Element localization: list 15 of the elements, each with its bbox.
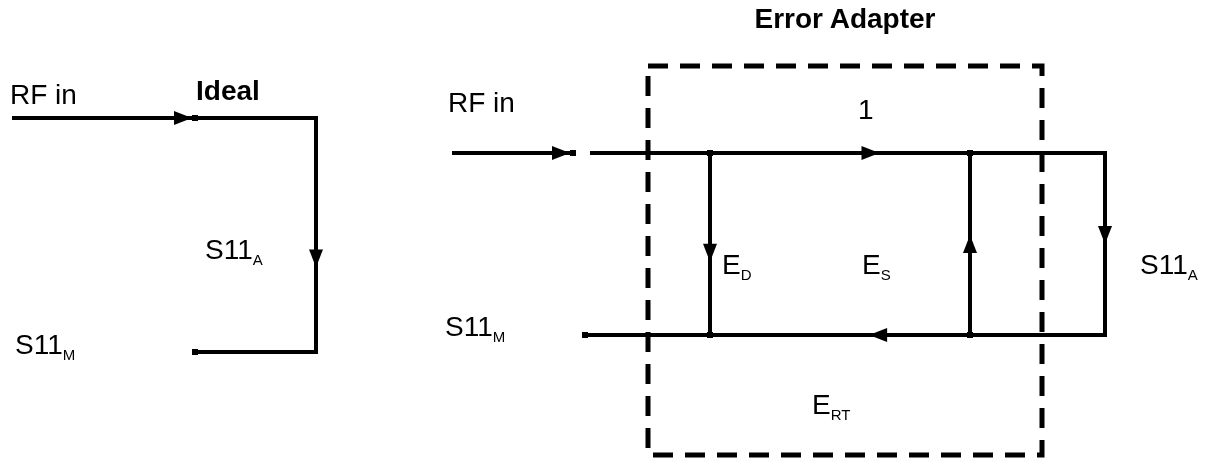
label-text: RF in xyxy=(448,88,515,119)
port-label: S11$_{M}$ xyxy=(445,312,506,346)
label-text: S11$_{M}$ xyxy=(15,330,76,364)
label-text: RF in xyxy=(10,80,77,111)
box-title: Error Adapter xyxy=(753,4,937,35)
junction-point xyxy=(582,332,588,338)
edge-label: S11$_{A}$ xyxy=(1140,250,1198,284)
edge-label: 1 xyxy=(858,95,874,126)
junction-point xyxy=(192,349,198,355)
edge-label: E$_{RT}$ xyxy=(812,390,851,424)
junction-point xyxy=(570,150,576,156)
edge-label: E$_{D}$ xyxy=(722,250,752,284)
panel-heading: Ideal xyxy=(196,76,260,107)
edge-label: E$_{S}$ xyxy=(862,250,891,284)
edge-label: S11$_{A}$ xyxy=(205,235,263,269)
